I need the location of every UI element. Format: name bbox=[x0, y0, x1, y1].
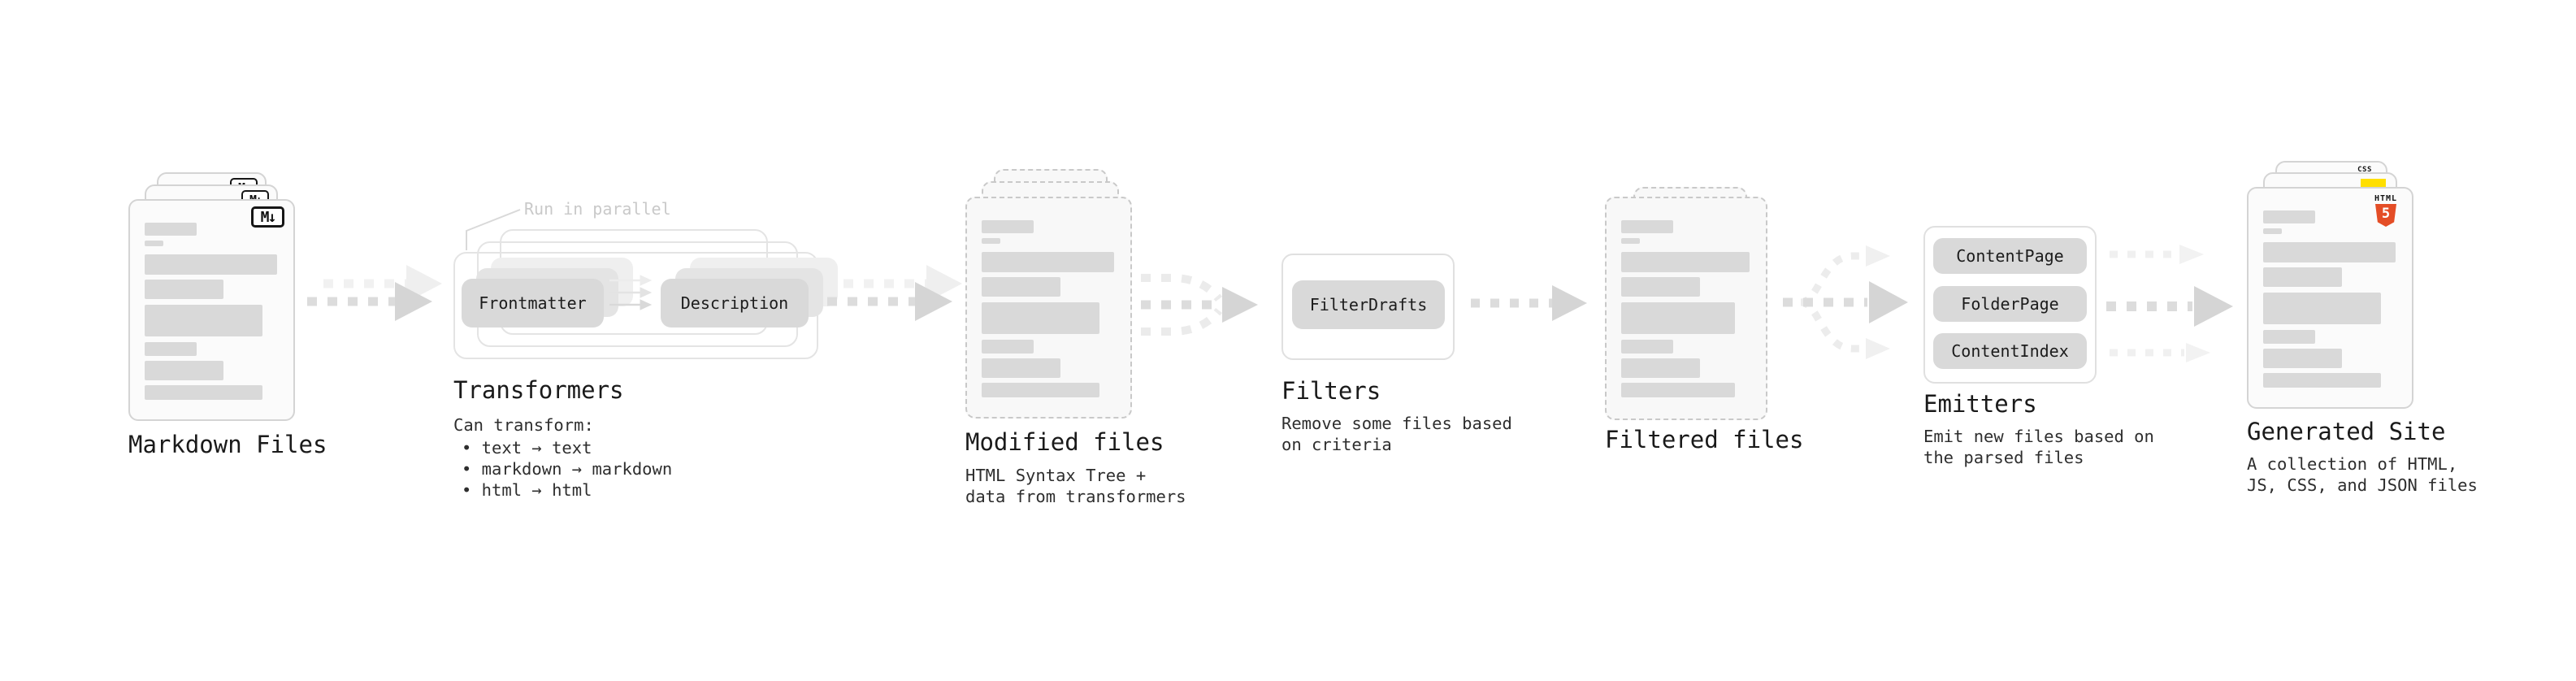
arrow-emitters-to-generated bbox=[2106, 245, 2233, 362]
arrow-filters-to-filtered bbox=[1471, 285, 1587, 321]
document-skeleton bbox=[967, 198, 1130, 397]
filters-title: Filters bbox=[1281, 377, 1381, 405]
pill-contentpage: ContentPage bbox=[1933, 238, 2087, 274]
modified-file-front bbox=[965, 197, 1132, 419]
document-skeleton bbox=[1607, 198, 1766, 397]
generated-site-label: Generated Site bbox=[2247, 418, 2446, 445]
transformers-desc-heading: Can transform: bbox=[453, 415, 594, 435]
pill-contentindex: ContentIndex bbox=[1933, 333, 2087, 369]
pill-folderpage: FolderPage bbox=[1933, 286, 2087, 322]
transformers-bullet: • text → text bbox=[462, 438, 592, 458]
callout-leader-line bbox=[466, 209, 521, 250]
generated-site-desc: JS, CSS, and JSON files bbox=[2247, 475, 2478, 495]
transformers-title: Transformers bbox=[453, 376, 624, 404]
emitters-desc: the parsed files bbox=[1923, 448, 2084, 467]
pill-description: Description bbox=[661, 279, 809, 327]
modified-files-desc: data from transformers bbox=[965, 487, 1186, 506]
arrow-modified-to-filters bbox=[1141, 274, 1258, 336]
modified-files-desc: HTML Syntax Tree + bbox=[965, 466, 1147, 485]
pill-filterdrafts: FilterDrafts bbox=[1292, 280, 1445, 329]
pill-frontmatter: Frontmatter bbox=[462, 279, 604, 327]
filters-desc: on criteria bbox=[1281, 435, 1392, 454]
arrow-transformers-to-modified bbox=[827, 265, 962, 321]
arrow-markdown-to-transformers bbox=[307, 265, 442, 321]
arrow-filtered-to-emitters bbox=[1783, 245, 1908, 359]
filtered-file-front bbox=[1605, 197, 1767, 420]
run-in-parallel-label: Run in parallel bbox=[524, 199, 671, 219]
markdown-files-label: Markdown Files bbox=[128, 431, 327, 458]
modified-files-label: Modified files bbox=[965, 428, 1164, 456]
document-skeleton bbox=[130, 201, 293, 400]
markdown-file-front: M↓ bbox=[128, 199, 295, 421]
document-skeleton bbox=[2249, 189, 2412, 388]
filtered-files-label: Filtered files bbox=[1605, 426, 1804, 453]
transformers-bullet: • markdown → markdown bbox=[462, 459, 673, 479]
generated-site-desc: A collection of HTML, bbox=[2247, 454, 2458, 474]
filters-desc: Remove some files based bbox=[1281, 414, 1512, 433]
emitters-title: Emitters bbox=[1923, 390, 2037, 418]
transformers-bullet: • html → html bbox=[462, 480, 592, 500]
markdown-icon: M↓ bbox=[251, 206, 284, 228]
html5-icon: HTML 5 bbox=[2368, 194, 2404, 227]
generated-file-html: HTML 5 bbox=[2247, 187, 2413, 409]
emitters-desc: Emit new files based on bbox=[1923, 427, 2154, 446]
parallel-arrows-icon bbox=[609, 275, 653, 310]
